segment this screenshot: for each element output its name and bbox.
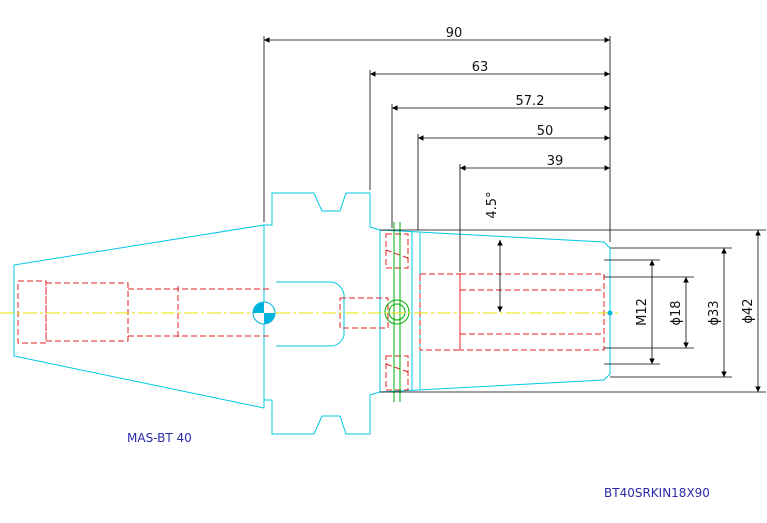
hidden-thread-top bbox=[385, 249, 409, 259]
dim-39-text: 39 bbox=[547, 154, 564, 169]
accent-circle-inner bbox=[388, 303, 406, 321]
dim-90-text: 90 bbox=[446, 26, 463, 41]
taper-outline bbox=[13, 224, 265, 409]
hidden-thread-bottom bbox=[385, 363, 409, 373]
dia-m12-text: M12 bbox=[635, 298, 650, 326]
hidden-collet-bore bbox=[419, 273, 461, 351]
hidden-collet-bore-front bbox=[459, 273, 605, 351]
dia-18-text: ϕ18 bbox=[669, 300, 684, 325]
hidden-lines bbox=[17, 233, 605, 391]
dimension-lines bbox=[263, 36, 766, 393]
hidden-screw-bottom bbox=[385, 355, 409, 391]
part-number-label: BT40SRKIN18X90 bbox=[604, 486, 710, 500]
accent-lines bbox=[384, 222, 410, 402]
dim-50-text: 50 bbox=[537, 124, 554, 139]
flange-outline bbox=[264, 192, 381, 435]
gauge-line-marker bbox=[252, 301, 276, 325]
dim-57-2-text: 57.2 bbox=[516, 94, 545, 109]
dim-63-text: 63 bbox=[472, 60, 489, 75]
accent-circle bbox=[384, 299, 410, 325]
angle-text: 4.5° bbox=[485, 191, 500, 218]
nose-outline bbox=[379, 229, 611, 393]
hidden-pull-stud-bore bbox=[17, 280, 47, 344]
taper-standard-label: MAS-BT 40 bbox=[127, 431, 192, 445]
flange-bore bbox=[276, 281, 345, 347]
hidden-rear-bore bbox=[45, 282, 129, 342]
dia-42-text: ϕ42 bbox=[741, 298, 756, 323]
dia-33-text: ϕ33 bbox=[707, 300, 722, 325]
hidden-screw-top bbox=[385, 233, 409, 269]
end-point-marker bbox=[607, 310, 613, 316]
